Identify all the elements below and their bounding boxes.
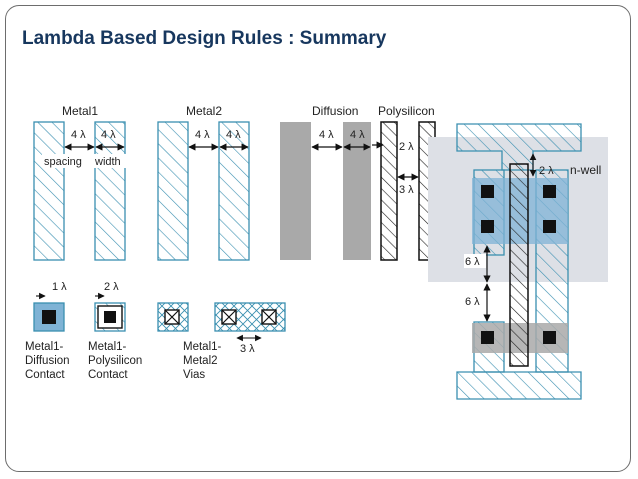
- via-single-metal: [157, 302, 189, 332]
- m1-poly-contact-label-line2: Polysilicon: [88, 355, 142, 367]
- diffusion-spacing-dim: 4 λ: [319, 129, 334, 141]
- diffusion-region-left: [280, 122, 311, 260]
- m1-diff-contact-label-line3: Contact: [25, 369, 65, 381]
- m1-poly-contact-label-line3: Contact: [88, 369, 128, 381]
- contact-cut: [543, 331, 556, 344]
- m1-poly-contact-cut: [104, 311, 116, 323]
- m1-diff-contact-cut: [42, 310, 56, 324]
- metal1-width-dim: 4 λ: [101, 129, 116, 141]
- metal2-line-right: [218, 121, 250, 261]
- well-spacing-label-bg: [464, 254, 486, 268]
- label-metal1: Metal1: [62, 104, 98, 118]
- m1-poly-contact-label-line1: Metal1-: [88, 341, 127, 353]
- label-polysilicon: Polysilicon: [378, 104, 435, 118]
- contact-cut: [543, 185, 556, 198]
- m1-m2-via-label-line2: Metal2: [183, 355, 218, 367]
- m1-diff-contact-label-line2: Diffusion: [25, 355, 70, 367]
- contact-cut: [481, 331, 494, 344]
- contact-cut: [481, 220, 494, 233]
- poly-line-left: [380, 121, 398, 261]
- metal1-spacing-label: spacing: [44, 156, 82, 168]
- via-pair-cross-left: [221, 309, 237, 325]
- metal1-line-left: [33, 121, 65, 261]
- poly-extension-dim: 2 λ: [539, 165, 554, 177]
- metal1-width-label: width: [94, 156, 121, 168]
- contact-cut: [481, 185, 494, 198]
- m1-diff-overlap-dim: 1 λ: [52, 281, 67, 293]
- metal2-line-left: [157, 121, 189, 261]
- label-diffusion: Diffusion: [312, 104, 358, 118]
- slide-title: Lambda Based Design Rules : Summary: [22, 28, 387, 49]
- well-spacing-dim-upper: 6 λ: [465, 256, 480, 268]
- well-spacing-label-bg: [464, 294, 486, 308]
- diffusion-width-dim: 4 λ: [350, 129, 365, 141]
- metal1-label-bg: [42, 154, 128, 168]
- m1-m2-via-label-line3: Vias: [183, 369, 205, 381]
- metal2-spacing-dim: 4 λ: [195, 129, 210, 141]
- well-spacing-dim-lower: 6 λ: [465, 296, 480, 308]
- metal1-bottom-rail: [456, 371, 582, 400]
- poly-spacing-label-bg: [398, 182, 418, 196]
- metal1-line-right: [94, 121, 126, 261]
- via-pair-cross-right: [261, 309, 277, 325]
- poly-width-label-bg: [398, 139, 418, 153]
- poly-width-dim: 2 λ: [399, 141, 414, 153]
- poly-gate: [509, 163, 529, 367]
- contact-cut: [543, 220, 556, 233]
- m1-m2-via-label-line1: Metal1-: [183, 341, 222, 353]
- label-nwell: n-well: [570, 163, 601, 177]
- diffusion-region-right: [343, 122, 371, 260]
- metal1-spacing-dim: 4 λ: [71, 129, 86, 141]
- label-metal2: Metal2: [186, 104, 222, 118]
- m1-poly-overlap-dim: 2 λ: [104, 281, 119, 293]
- via-spacing-dim: 3 λ: [240, 343, 255, 355]
- metal2-width-dim: 4 λ: [226, 129, 241, 141]
- m1-diff-contact-label-line1: Metal1-: [25, 341, 64, 353]
- via-single-cross: [164, 309, 180, 325]
- poly-spacing-dim: 3 λ: [399, 184, 414, 196]
